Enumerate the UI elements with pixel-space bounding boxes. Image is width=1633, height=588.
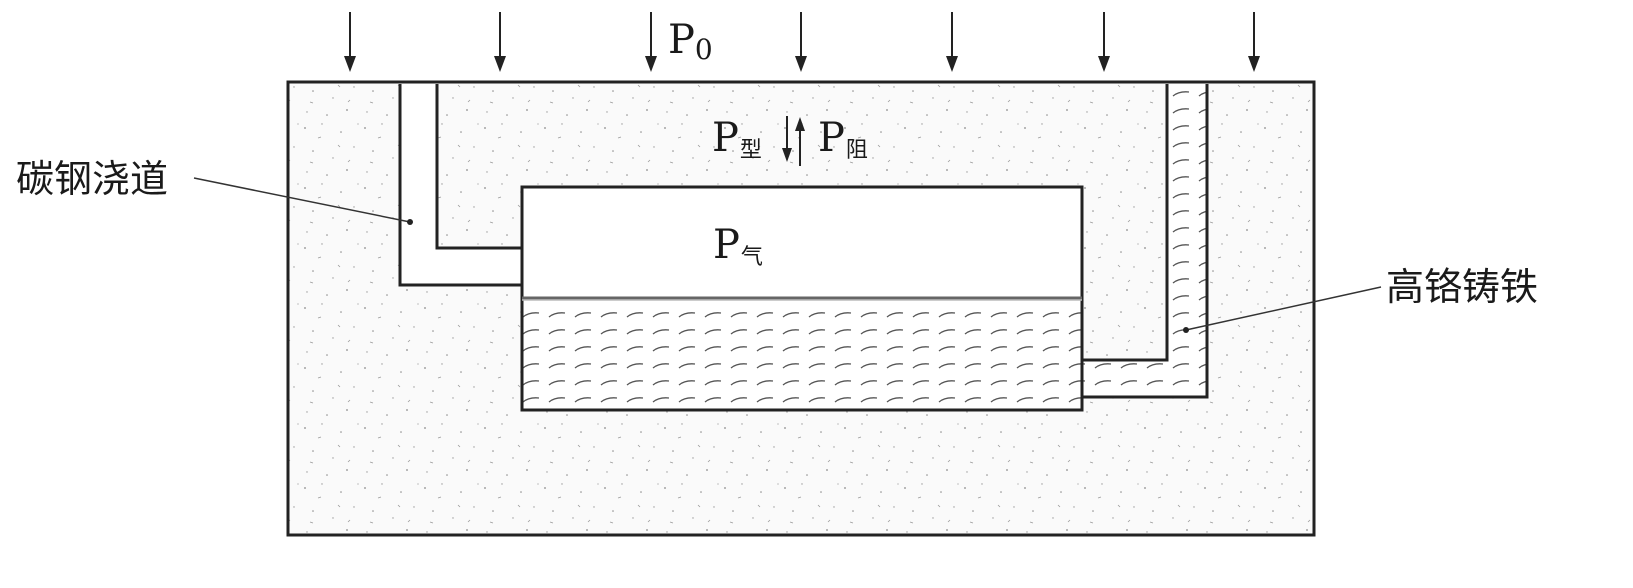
resist-pressure-arrow-up bbox=[795, 117, 805, 166]
pressure-arrow bbox=[1248, 12, 1260, 72]
pressure-arrow bbox=[795, 12, 807, 72]
mold-resist-arrows bbox=[782, 116, 805, 166]
riser-outline bbox=[1082, 84, 1209, 399]
pressure-arrow bbox=[344, 12, 356, 72]
p-mold-subscript: 型 bbox=[739, 138, 762, 163]
p-gas-subscript: 气 bbox=[740, 245, 763, 270]
leader-lines bbox=[193, 177, 1382, 333]
p-mold-label: P型 bbox=[712, 115, 762, 162]
p-resist-subscript: 阻 bbox=[845, 138, 868, 163]
high-chrome-iron-channel bbox=[1082, 84, 1207, 397]
runner-outline bbox=[398, 84, 522, 287]
carbon-steel-runner-label: 碳钢浇道 bbox=[16, 157, 169, 201]
riser-leader-line bbox=[1185, 286, 1382, 331]
pressure-arrow bbox=[946, 12, 958, 72]
cavity-liquid-region bbox=[522, 298, 1082, 410]
riser-leader-dot bbox=[1183, 327, 1189, 333]
p-resist-symbol: P bbox=[818, 115, 845, 161]
runner-leader-line bbox=[193, 177, 411, 223]
cavity-gas-region bbox=[522, 187, 1082, 298]
runner-leader-dot bbox=[407, 219, 413, 225]
p-mold-symbol: P bbox=[712, 115, 739, 161]
pressure-arrow bbox=[1098, 12, 1110, 72]
mold-pressure-arrow-down bbox=[782, 116, 792, 162]
pressure-arrow bbox=[645, 12, 657, 72]
p0-subscript: 0 bbox=[694, 33, 713, 66]
pressure-arrow bbox=[494, 12, 506, 72]
p-gas-symbol: P bbox=[713, 222, 740, 268]
p-resist-label: P阻 bbox=[818, 115, 868, 162]
carbon-steel-runner bbox=[400, 84, 522, 285]
p-gas-label: P气 bbox=[713, 222, 763, 269]
high-chrome-iron-label: 高铬铸铁 bbox=[1386, 265, 1539, 309]
p0-label: P0 bbox=[668, 17, 713, 64]
p0-symbol: P bbox=[668, 17, 695, 63]
pressure-arrows bbox=[344, 12, 1260, 72]
